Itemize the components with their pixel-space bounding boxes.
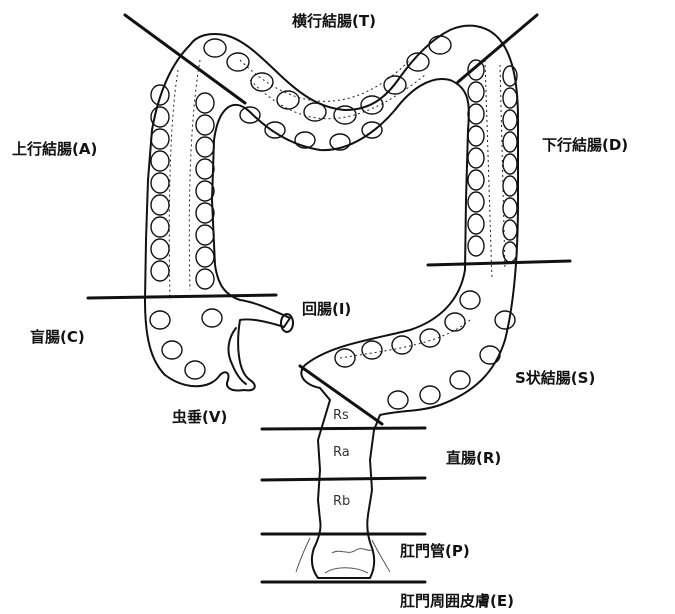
label-cecum: 盲腸(C) (30, 330, 85, 345)
division-lines (88, 15, 570, 582)
haustrum (335, 349, 355, 367)
haustrum (468, 236, 484, 256)
haustrum (196, 137, 214, 157)
haustrum (503, 198, 517, 218)
haustrum (420, 386, 440, 404)
haustrum (503, 220, 517, 240)
haustrum (468, 170, 484, 190)
haustrum (362, 122, 382, 138)
label-perianal-skin: 肛門周囲皮膚(E) (400, 594, 514, 609)
haustrum (196, 225, 214, 245)
haustrum (151, 173, 169, 193)
label-appendix: 虫垂(V) (172, 410, 227, 425)
haustrum (196, 269, 214, 289)
haustrum (503, 110, 517, 130)
haustrum (468, 126, 484, 146)
haustrum (265, 122, 285, 138)
haustrum (151, 217, 169, 237)
haustrum (151, 151, 169, 171)
line-rs-ra (262, 428, 425, 429)
haustra (150, 36, 517, 409)
line-ra-rb (262, 478, 425, 480)
segment-rb: Rb (333, 495, 350, 508)
label-ileum: 回腸(I) (302, 302, 351, 317)
rectum-details (296, 538, 390, 573)
haustrum (503, 154, 517, 174)
segment-ra: Ra (333, 446, 350, 459)
haustrum (468, 82, 484, 102)
haustrum (362, 341, 382, 359)
label-anal-canal: 肛門管(P) (400, 544, 470, 559)
haustrum (304, 103, 326, 121)
segment-rs: Rs (333, 409, 349, 422)
label-ascending-colon: 上行結腸(A) (12, 142, 97, 157)
label-transverse-colon: 横行結腸(T) (292, 14, 376, 29)
haustrum (503, 242, 517, 262)
haustrum (503, 88, 517, 108)
label-rectum: 直腸(R) (446, 451, 501, 466)
haustrum (468, 104, 484, 124)
haustrum (196, 159, 214, 179)
haustrum (151, 129, 169, 149)
haustrum (196, 203, 214, 223)
haustrum (334, 106, 356, 124)
haustrum (420, 329, 440, 347)
haustrum (151, 195, 169, 215)
haustrum (196, 93, 214, 113)
haustrum (162, 341, 182, 359)
haustrum (388, 391, 408, 409)
haustrum (445, 313, 465, 331)
haustrum (450, 371, 470, 389)
haustrum (227, 53, 249, 71)
haustrum (150, 311, 170, 329)
haustrum (196, 247, 214, 267)
haustrum (151, 239, 169, 259)
haustrum (392, 336, 412, 354)
haustrum (251, 73, 273, 91)
haustrum (277, 91, 299, 109)
haustrum (460, 291, 480, 309)
haustrum (202, 309, 222, 327)
haustrum (480, 346, 500, 364)
haustrum (429, 36, 451, 54)
haustrum (196, 115, 214, 135)
label-descending-colon: 下行結腸(D) (542, 138, 628, 153)
haustrum (503, 176, 517, 196)
line-descending-sigmoid (428, 261, 570, 265)
haustrum (204, 39, 226, 57)
haustrum (468, 148, 484, 168)
haustrum (495, 311, 515, 329)
haustrum (468, 214, 484, 234)
haustrum (185, 361, 205, 379)
haustrum (151, 261, 169, 281)
haustrum (468, 192, 484, 212)
label-sigmoid-colon: S状結腸(S) (515, 371, 595, 386)
line-cecum (88, 295, 276, 298)
haustrum (503, 132, 517, 152)
haustrum (240, 107, 260, 123)
